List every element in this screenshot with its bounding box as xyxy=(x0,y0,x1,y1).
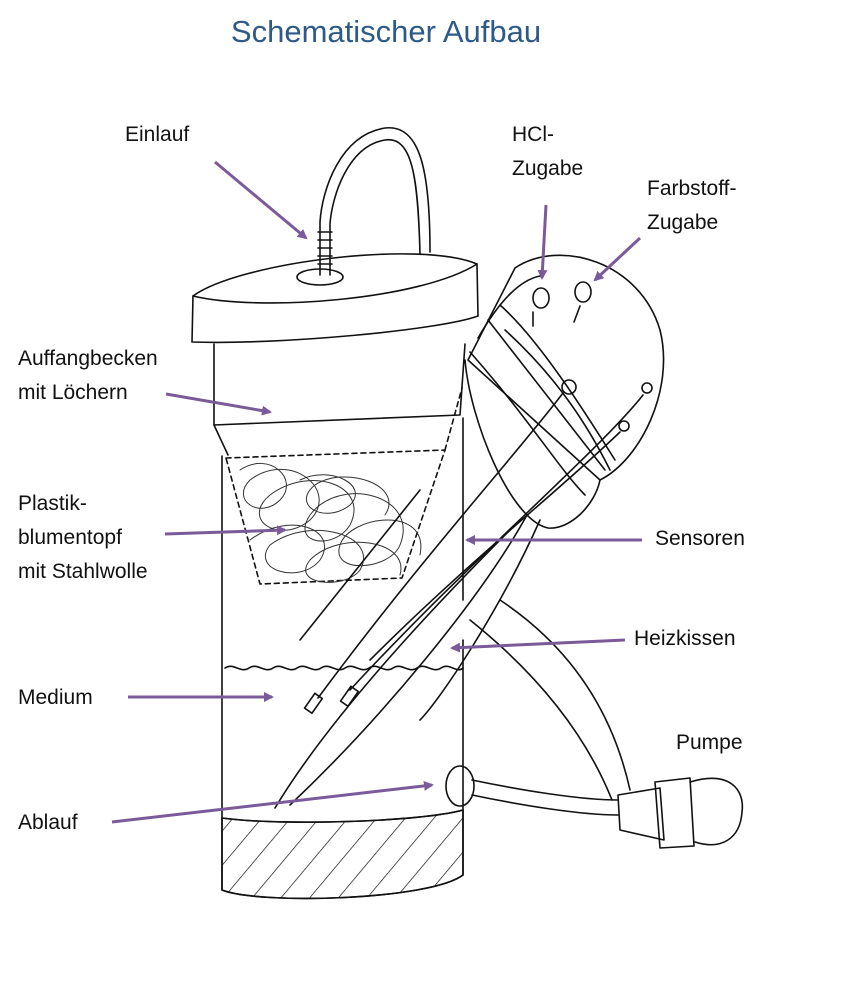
label-auffangbecken: Auffangbecken mit Löchern xyxy=(18,347,158,404)
label-medium: Medium xyxy=(18,686,93,709)
arrow-auffang xyxy=(165,392,272,416)
arrow-plastik xyxy=(164,525,287,536)
label-sensoren: Sensoren xyxy=(655,527,745,550)
main-vessel xyxy=(221,417,464,900)
pump xyxy=(617,777,744,849)
label-pumpe: Pumpe xyxy=(676,731,743,754)
arrow-ablauf xyxy=(111,780,434,824)
flower-pot xyxy=(225,387,463,585)
label-plastikblumentopf: Plastik- blumentopf mit Stahlwolle xyxy=(18,492,148,583)
sensor-cap xyxy=(464,254,665,529)
medium-surface xyxy=(224,665,464,671)
arrow-farbstoff xyxy=(593,236,642,282)
page-title: Schematischer Aufbau xyxy=(230,14,542,49)
label-heizkissen: Heizkissen xyxy=(634,627,736,650)
lid xyxy=(191,253,479,344)
arrow-einlauf xyxy=(214,160,308,240)
arrow-hcl xyxy=(537,204,548,280)
arrow-heizkissen xyxy=(450,638,626,653)
label-ablauf: Ablauf xyxy=(18,811,78,834)
pump-hoses xyxy=(445,599,631,816)
inlet-tube xyxy=(317,127,431,276)
label-farbstoff-zugabe: Farbstoff- Zugabe xyxy=(647,177,737,234)
label-hcl-zugabe: HCl- Zugabe xyxy=(512,123,584,180)
heating-pad xyxy=(274,514,541,809)
collection-basin xyxy=(213,343,466,456)
label-einlauf: Einlauf xyxy=(125,123,190,146)
